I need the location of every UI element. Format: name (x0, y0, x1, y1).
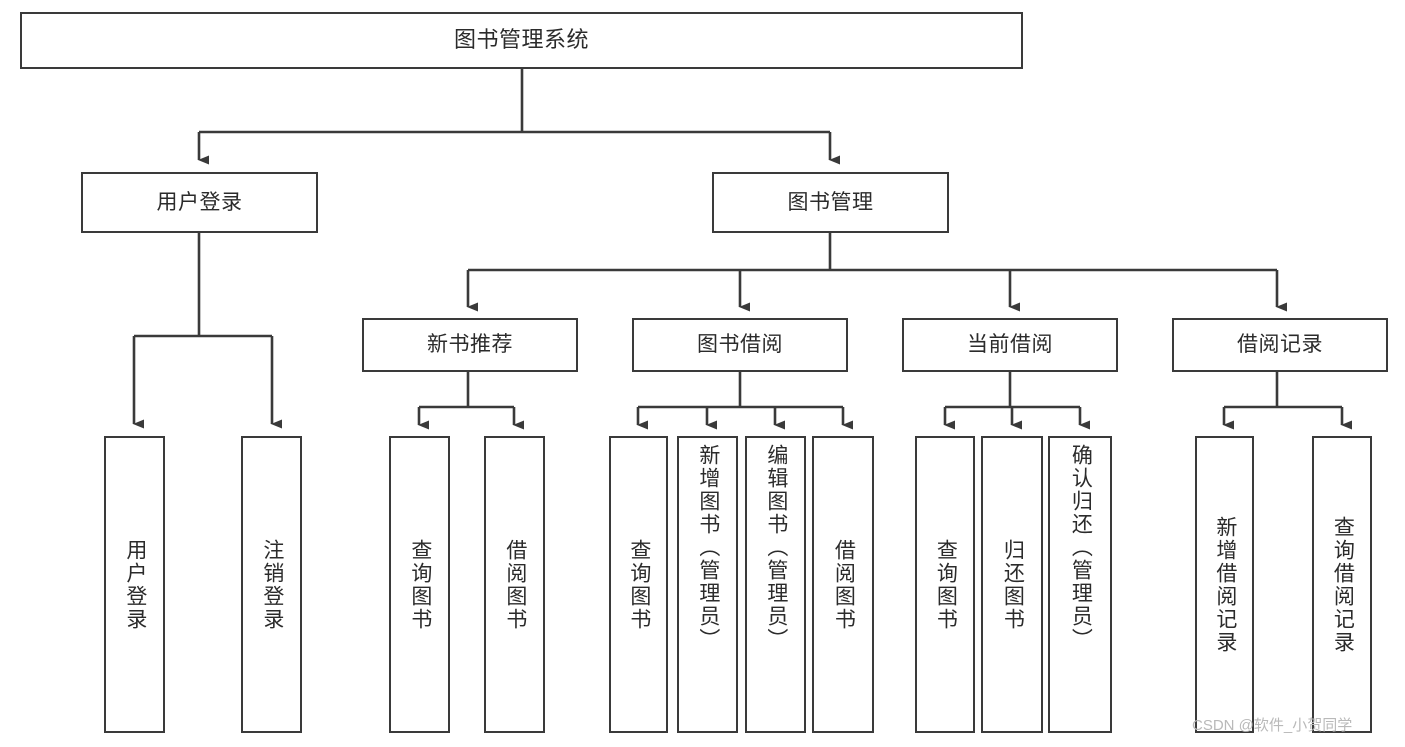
node-book-manage[interactable]: 图书管理 (712, 172, 949, 233)
leaf-logout-label: 注销登录 (260, 538, 284, 631)
node-current-borrow[interactable]: 当前借阅 (902, 318, 1118, 372)
leaf-user-login[interactable]: 用户登录 (104, 436, 165, 733)
leaf-edit-book[interactable]: 编辑图书（管理员） (745, 436, 806, 733)
leaf-add-book[interactable]: 新增图书（管理员） (677, 436, 738, 733)
node-root[interactable]: 图书管理系统 (20, 12, 1023, 69)
leaf-query-book-3[interactable]: 查询图书 (915, 436, 975, 733)
leaf-user-login-label: 用户登录 (123, 538, 147, 631)
node-borrow-record[interactable]: 借阅记录 (1172, 318, 1388, 372)
leaf-return-book-label: 归还图书 (1001, 538, 1025, 631)
node-root-label: 图书管理系统 (453, 27, 589, 53)
leaf-query-book-1-label: 查询图书 (408, 538, 432, 631)
leaf-borrow-book-2-label: 借阅图书 (832, 538, 856, 631)
leaf-edit-book-label: 编辑图书（管理员） (764, 444, 788, 651)
node-user-login-label: 用户登录 (156, 190, 243, 214)
leaf-return-book[interactable]: 归还图书 (981, 436, 1043, 733)
csdn-watermark: CSDN @软件_小贺同学 (1192, 717, 1353, 734)
leaf-add-record[interactable]: 新增借阅记录 (1195, 436, 1254, 733)
leaf-query-book-3-label: 查询图书 (934, 538, 958, 631)
leaf-confirm-return[interactable]: 确认归还（管理员） (1048, 436, 1112, 733)
leaf-add-book-label: 新增图书（管理员） (696, 444, 720, 651)
leaf-query-record[interactable]: 查询借阅记录 (1312, 436, 1372, 733)
node-book-borrow-label: 图书借阅 (697, 333, 783, 357)
node-new-book-rec-label: 新书推荐 (427, 333, 513, 357)
leaf-confirm-return-label: 确认归还（管理员） (1069, 444, 1093, 651)
leaf-logout[interactable]: 注销登录 (241, 436, 302, 733)
node-borrow-record-label: 借阅记录 (1237, 333, 1323, 357)
node-new-book-rec[interactable]: 新书推荐 (362, 318, 578, 372)
node-book-manage-label: 图书管理 (787, 190, 874, 214)
leaf-borrow-book-1[interactable]: 借阅图书 (484, 436, 545, 733)
leaf-borrow-book-1-label: 借阅图书 (503, 538, 527, 631)
leaf-query-book-2[interactable]: 查询图书 (609, 436, 668, 733)
leaf-add-record-label: 新增借阅记录 (1213, 515, 1237, 654)
leaf-query-book-1[interactable]: 查询图书 (389, 436, 450, 733)
leaf-borrow-book-2[interactable]: 借阅图书 (812, 436, 874, 733)
node-user-login[interactable]: 用户登录 (81, 172, 318, 233)
leaf-query-book-2-label: 查询图书 (627, 538, 651, 631)
leaf-query-record-label: 查询借阅记录 (1331, 515, 1355, 654)
node-book-borrow[interactable]: 图书借阅 (632, 318, 848, 372)
node-current-borrow-label: 当前借阅 (967, 333, 1053, 357)
